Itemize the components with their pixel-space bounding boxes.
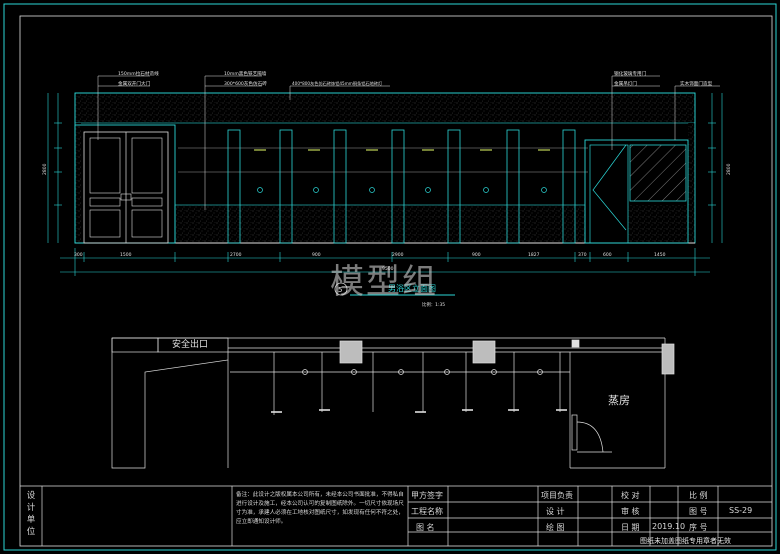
dim-segment: 600: [603, 252, 612, 258]
dim-segment: 1500: [120, 252, 132, 258]
left-stone-strip: [75, 123, 81, 243]
review-label: 审 核: [621, 507, 640, 516]
footer-note: 图纸未加盖图纸专用章者无效: [640, 537, 731, 545]
drawing-label: 绘 图: [546, 523, 565, 532]
dim-segment: 1450: [654, 252, 666, 258]
elevation-title: 男浴区立面图: [388, 283, 436, 293]
callout-mid-1: 10mm黑色铁艺隔墙: [224, 70, 267, 77]
project-lead-label: 项目负责: [541, 491, 573, 500]
dim-segment: 1827: [528, 252, 540, 258]
date-value: 2019.10: [652, 522, 686, 531]
lower-stone-band: [174, 204, 586, 244]
date-label: 日 期: [621, 523, 640, 532]
plan-drawing: [111, 337, 675, 469]
dim-total: 9500: [382, 266, 394, 272]
upper-stone-band: [74, 92, 696, 124]
right-stone-strip: [688, 123, 695, 243]
design-label: 设 计: [546, 507, 565, 516]
callout-left-1: 150mm拉石材造线: [118, 70, 159, 77]
glass-door: [589, 144, 629, 244]
drawing-no-label: 图 号: [689, 507, 708, 516]
dim-segment: 300: [74, 252, 83, 258]
callout-mid-3: 400*800灰色仿石砖饰铝45mm铜条铝石地砖灯: [292, 80, 383, 87]
dim-segment: 2700: [230, 252, 242, 258]
window-hatched: [629, 144, 687, 202]
shower-partitions: [227, 129, 576, 244]
dim-segment: 370: [578, 252, 587, 258]
elevation-scale: 比例：1:35: [422, 301, 445, 308]
client-sign-label: 甲方签字: [411, 491, 443, 500]
elevation-number: 5: [338, 286, 342, 294]
scale-label: 比 例: [689, 491, 708, 500]
plan-column: [661, 343, 675, 375]
callout-right-1: 钢化玻璃专用门: [614, 70, 647, 77]
plan-column: [472, 340, 496, 364]
project-name-label: 工程名称: [411, 507, 443, 516]
drawing-no-value: SS-29: [729, 506, 753, 515]
elevation-marker-icon: [334, 282, 348, 296]
notes-text: 备注：此设计之版权属本公司所有，未经本公司书面批准，不得私自进行设计及施工，经本…: [236, 492, 404, 525]
dim-height-right: 2800: [726, 163, 732, 175]
elevation-drawing: 150mm拉石材造线 金属双开门大门 10mm黑色铁艺隔墙 300*600灰色仿…: [42, 70, 732, 308]
dim-segment: 900: [472, 252, 481, 258]
inner-frame: [19, 15, 773, 547]
callout-mid-2: 300*600灰色仿石砖: [224, 80, 267, 87]
watermark-text: 模型组: [330, 262, 438, 302]
dim-height-left: 2800: [42, 163, 48, 175]
check-label: 校 对: [621, 491, 640, 500]
dim-segment: 2900: [392, 252, 404, 258]
plan-label-steam-room: 蒸房: [608, 394, 630, 407]
drawing-name-label: 图 名: [416, 523, 435, 532]
door-handle-icon: [120, 193, 132, 201]
callout-right-2: 金属吊灯门: [614, 80, 637, 87]
plan-label-exit: 安全出口: [172, 338, 208, 350]
outer-frame: [3, 3, 777, 551]
right-lower-stone: [628, 205, 688, 243]
plan-column: [339, 340, 363, 364]
glass-door-frame: [584, 139, 689, 244]
callout-right-3: 实木饰面门造型: [680, 80, 713, 87]
callout-left-2: 金属双开门大门: [118, 80, 151, 87]
design-unit-label: 设计单位: [26, 491, 36, 537]
title-block: [20, 485, 772, 546]
dim-segment: 900: [312, 252, 321, 258]
sequence-label: 序 号: [689, 523, 708, 532]
valve-icons: [257, 187, 547, 193]
